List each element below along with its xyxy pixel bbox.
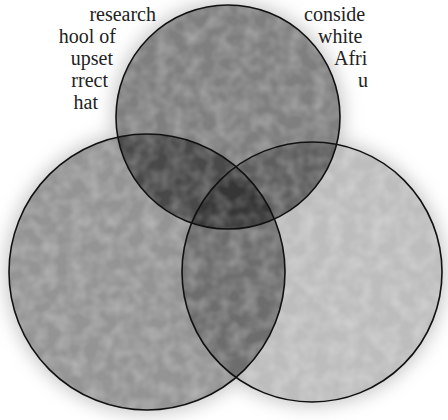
text-fragment: u bbox=[358, 69, 368, 91]
text-fragment: Afri bbox=[334, 47, 367, 69]
text-fragment: upset bbox=[71, 47, 113, 69]
text-fragment: conside bbox=[304, 3, 365, 25]
text-fragment: research bbox=[89, 3, 156, 25]
text-fragment: rrect bbox=[71, 69, 108, 91]
text-fragment: hat bbox=[74, 91, 98, 113]
text-fragment: white bbox=[318, 25, 362, 47]
text-fragment: hool of bbox=[59, 25, 116, 47]
